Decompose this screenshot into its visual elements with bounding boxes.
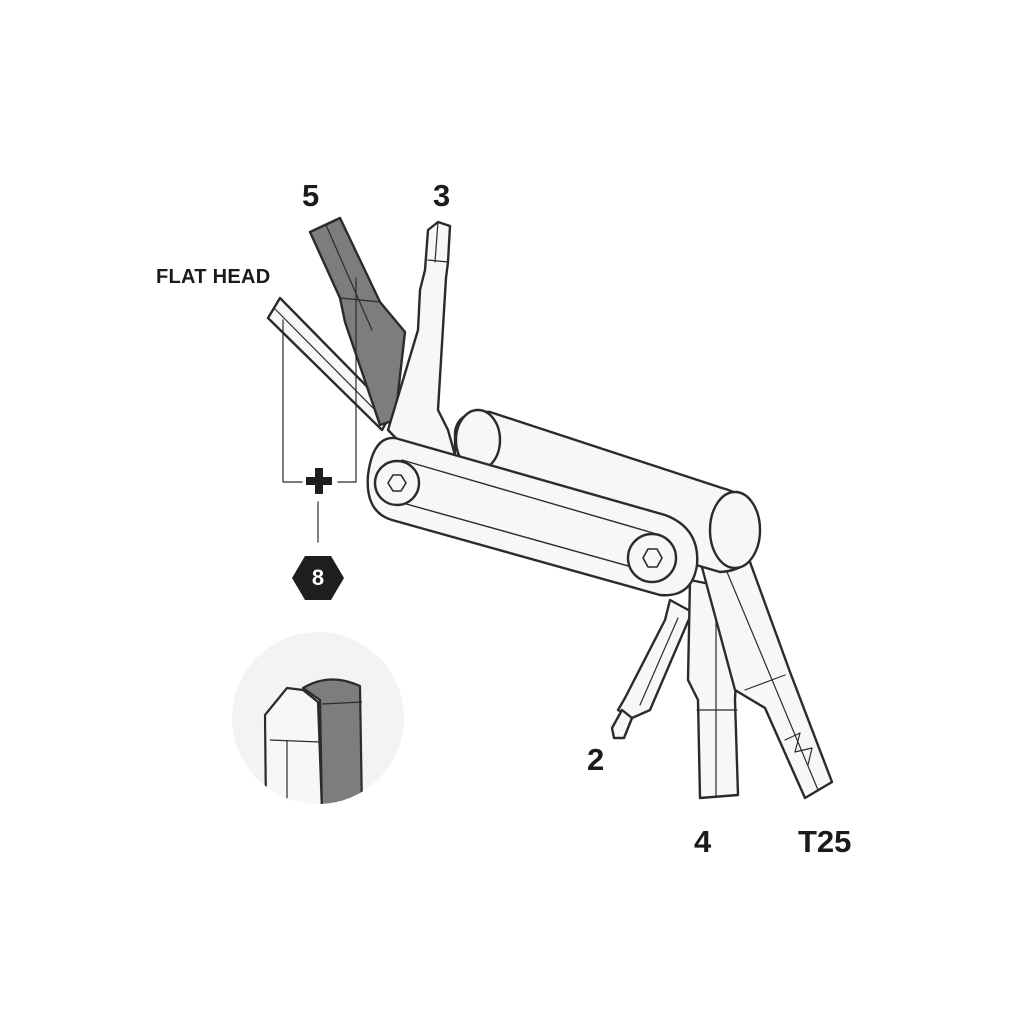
inset-detail xyxy=(232,632,404,804)
label-hex-3: 3 xyxy=(433,178,451,213)
combo-callout-bracket xyxy=(282,277,357,543)
tool-body-front xyxy=(366,436,699,597)
label-combo-hex-8: 8 xyxy=(311,565,325,590)
label-hex-2: 2 xyxy=(587,742,605,777)
torx-screw-icon xyxy=(373,459,678,584)
label-hex-4: 4 xyxy=(694,824,712,859)
label-hex-5: 5 xyxy=(302,178,320,213)
label-flat-head: FLAT HEAD xyxy=(156,266,271,288)
hex-key-3 xyxy=(386,220,457,470)
hexagon-badge-icon xyxy=(292,556,344,600)
hex-key-2 xyxy=(610,598,694,740)
label-torx-t25: T25 xyxy=(798,824,852,859)
plus-icon xyxy=(306,468,332,494)
